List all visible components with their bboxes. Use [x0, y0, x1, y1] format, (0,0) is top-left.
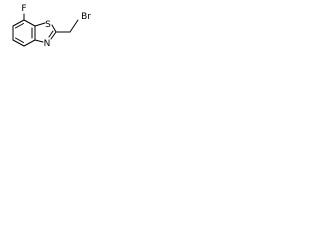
structure-diagram: F S N Br	[12, 4, 91, 49]
bond-n-c3a	[34, 39, 44, 43]
bond-c4-c5	[12, 39, 25, 47]
bond-c2-n	[50, 31, 57, 40]
double-bond-inner-lower-left	[15, 37, 24, 43]
double-bond-inner-upper-left	[15, 23, 24, 29]
bond-s-c2	[51, 24, 57, 33]
bond-c7a-s	[34, 22, 46, 27]
atom-label-sulfur: S	[45, 20, 51, 30]
atom-label-nitrogen: N	[44, 39, 51, 49]
bond-c3a-c4	[23, 39, 36, 47]
bond-ch2-br	[69, 19, 79, 33]
double-bond-c2-n	[48, 30, 54, 38]
atom-label-bromine: Br	[81, 12, 91, 22]
structure-canvas: F S N Br	[0, 0, 108, 69]
atom-label-fluorine: F	[21, 4, 26, 14]
bond-c6-c7	[12, 19, 25, 27]
bond-lines	[12, 13, 79, 47]
bond-c7-c7a	[23, 19, 36, 27]
